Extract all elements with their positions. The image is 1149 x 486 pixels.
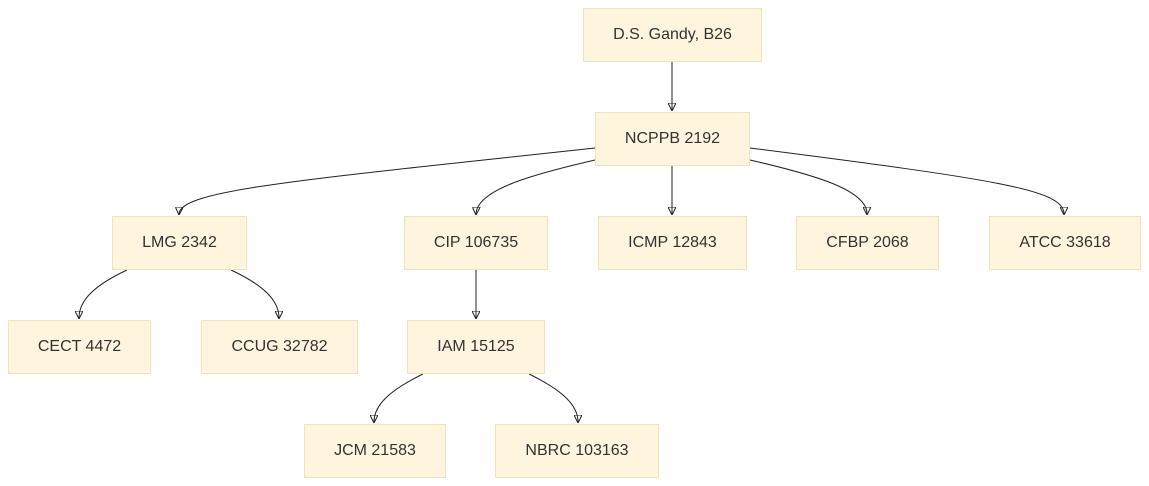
node-jcm: JCM 21583 [304,424,446,478]
node-lmg: LMG 2342 [112,216,247,270]
node-ccug: CCUG 32782 [201,320,358,374]
edge-lmg-ccug [230,269,279,318]
node-gandy: D.S. Gandy, B26 [583,8,762,62]
edge-ncppb-lmg [179,147,596,214]
node-cfbp: CFBP 2068 [796,216,939,270]
edge-lmg-cect [79,269,128,318]
edge-ncppb-atcc [749,147,1064,214]
node-icmp: ICMP 12843 [598,216,747,270]
node-iam: IAM 15125 [407,320,545,374]
edge-ncppb-cip [476,159,596,214]
node-nbrc: NBRC 103163 [495,424,659,478]
node-cip: CIP 106735 [404,216,548,270]
edge-iam-nbrc [528,373,578,422]
node-ncppb: NCPPB 2192 [595,112,750,166]
node-cect: CECT 4472 [8,320,151,374]
edge-iam-jcm [374,373,424,422]
edge-ncppb-cfbp [749,159,867,214]
node-atcc: ATCC 33618 [989,216,1141,270]
